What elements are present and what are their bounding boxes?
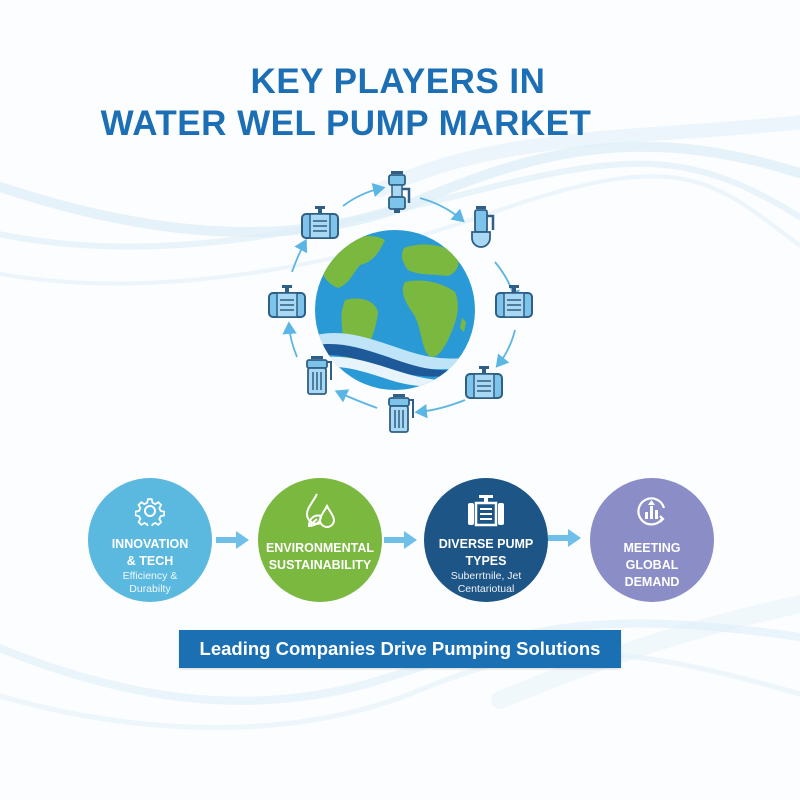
- growth-chart-icon: [636, 492, 668, 530]
- node-subtext: Efficiency &Durabilty: [122, 570, 178, 595]
- submersible-pump-icon: [470, 204, 495, 249]
- jet-pump-icon: [388, 393, 414, 433]
- pump-icon: [466, 492, 506, 530]
- arrow-right-icon: [216, 531, 249, 549]
- inline-pump-icon: [465, 365, 503, 399]
- globe-icon: [315, 230, 475, 390]
- filter-pump-icon: [306, 355, 332, 395]
- page-title-line-1: KEY PLAYERS IN: [250, 62, 546, 101]
- page-title-line-2: WATER WEL PUMP MARKET: [100, 104, 592, 143]
- gear-icon: [135, 492, 165, 530]
- summary-banner: Leading Companies Drive Pumping Solution…: [179, 630, 621, 668]
- vertical-pump-icon: [387, 169, 411, 215]
- inline-pump-icon: [495, 284, 533, 318]
- flow-node-innovation: INNOVATION& TECH Efficiency &Durabilty: [88, 478, 212, 602]
- inline-pump-icon: [268, 284, 306, 318]
- arrow-right-icon: [384, 531, 417, 549]
- arrow-right-icon: [548, 529, 581, 547]
- node-heading: INNOVATION& TECH: [111, 537, 189, 568]
- inline-pump-icon: [301, 205, 339, 239]
- water-drop-leaf-icon: [303, 492, 337, 530]
